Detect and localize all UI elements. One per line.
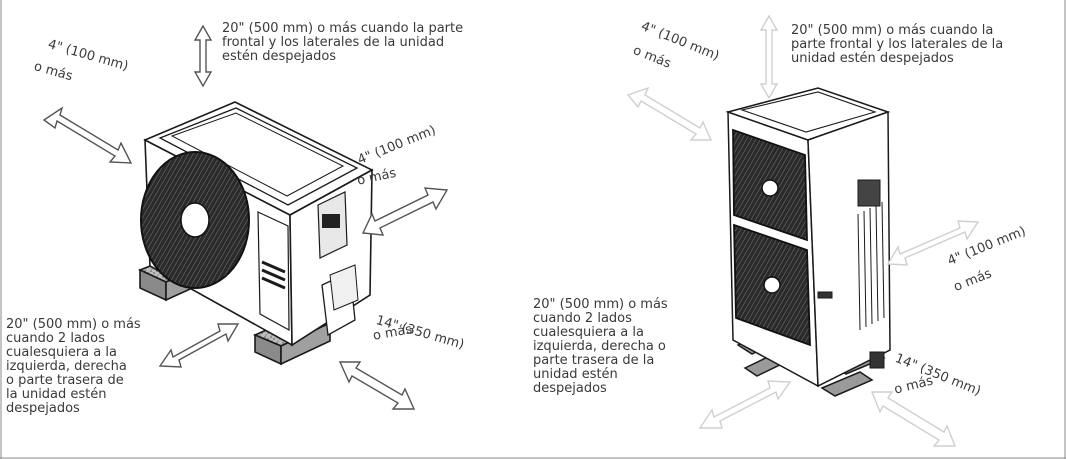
left-front-arrow xyxy=(338,361,416,410)
right-upper-left-arrow xyxy=(626,86,713,141)
right-arrows xyxy=(626,14,980,447)
right-outdoor-unit xyxy=(725,87,891,397)
left-unit-fan-hub xyxy=(180,202,210,238)
right-right-arrow xyxy=(886,220,980,266)
left-rear-clearance-label: 20" (500 mm) o más cuando 2 lados cuales… xyxy=(6,317,141,416)
right-unit-side-face xyxy=(807,110,891,388)
right-top-clearance-label: 20" (500 mm) o más cuando la parte front… xyxy=(791,23,1004,66)
left-top-clearance-label: 20" (500 mm) o más cuando la parte front… xyxy=(222,21,464,64)
left-outdoor-unit xyxy=(137,101,374,366)
left-right-arrow xyxy=(361,187,449,236)
right-rear-clearance-label: 20" (500 mm) o más cuando 2 lados cuales… xyxy=(533,297,668,396)
right-lower-left-arrow xyxy=(698,380,792,429)
left-arrows xyxy=(42,24,449,410)
left-lower-left-arrow xyxy=(158,323,240,368)
right-front-arrow xyxy=(870,391,957,447)
left-upper-left-arrow xyxy=(42,106,133,164)
right-top-vertical-arrow xyxy=(759,14,779,100)
left-top-vertical-arrow xyxy=(193,24,213,88)
